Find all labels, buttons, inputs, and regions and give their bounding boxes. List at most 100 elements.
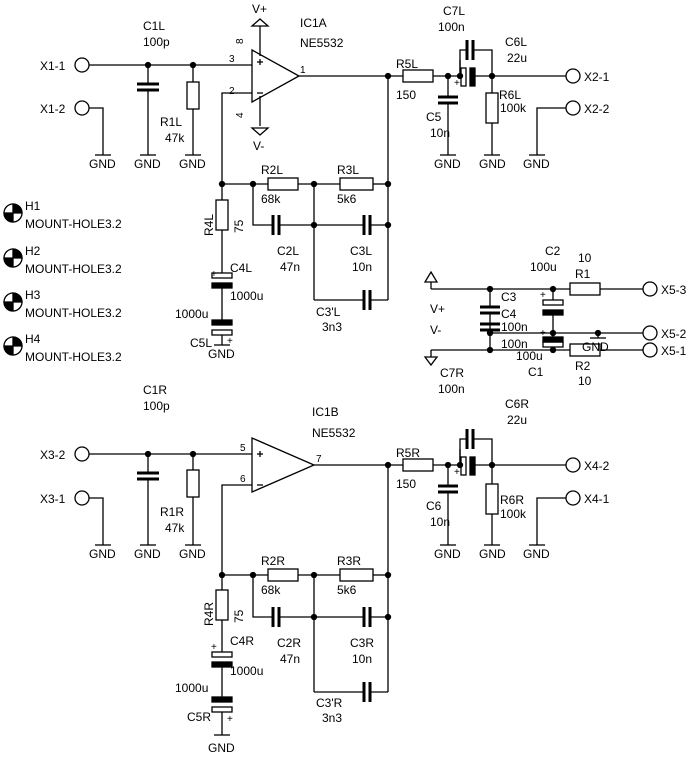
c3-value: 100n — [501, 320, 528, 334]
c3pr-ref: C3'R — [316, 696, 343, 710]
mount-hole-value: MOUNT-HOLE3.2 — [25, 217, 122, 231]
pin-1: 1 — [300, 65, 306, 76]
connector-x4-1 — [565, 490, 581, 506]
r3r-ref: R3R — [337, 554, 361, 568]
mount-hole-value: MOUNT-HOLE3.2 — [25, 306, 122, 320]
vplus-label: V+ — [430, 302, 445, 316]
mount-hole-ref: H1 — [25, 199, 41, 213]
connector-x5-2-label: X5-2 — [661, 327, 687, 341]
mount-hole-value: MOUNT-HOLE3.2 — [25, 350, 122, 364]
ic1b-value: NE5532 — [312, 426, 356, 440]
r1l-value: 47k — [165, 131, 185, 145]
r4l-value: 75 — [232, 219, 246, 233]
r4r-value: 75 — [232, 609, 246, 623]
r5l-value: 150 — [396, 88, 416, 102]
r3l-value: 5k6 — [337, 192, 357, 206]
c5-value: 10n — [430, 126, 450, 140]
r2r-value: 68k — [261, 583, 281, 597]
plus-mark: + — [540, 328, 546, 339]
r5r-ref: R5R — [396, 446, 420, 460]
r1-ref: R1 — [575, 267, 591, 281]
c7l-ref: C7L — [443, 4, 465, 18]
gnd-label: GND — [134, 157, 161, 171]
r6r-ref: R6R — [500, 493, 524, 507]
r5r-value: 150 — [396, 477, 416, 491]
resistor-r4r: R4R 75 — [202, 575, 246, 652]
capacitor-c5l: + 1000u C5L GND — [175, 307, 235, 361]
r3r-value: 5k6 — [337, 583, 357, 597]
left-channel: X1-1 X1-2 GND GND C1L 100p GND — [40, 2, 610, 361]
plus-mark: + — [227, 714, 233, 725]
c3pl-ref: C3'L — [316, 305, 341, 319]
gnd-label: GND — [479, 157, 506, 171]
vminus-label: V- — [430, 323, 441, 337]
connector-x2-2-label: X2-2 — [584, 102, 610, 116]
plus-mark: + — [227, 336, 233, 347]
gnd-label: GND — [523, 547, 550, 561]
pin-5: 5 — [240, 443, 246, 454]
c3pl-value: 3n3 — [322, 320, 342, 334]
r2-ref: R2 — [575, 359, 591, 373]
r5l-ref: R5L — [396, 57, 418, 71]
c4-ref: C4 — [501, 307, 517, 321]
gnd-label: GND — [89, 157, 116, 171]
resistor-r3l: R3L 5k6 — [337, 163, 388, 206]
resistor-r1l: GND R1L 47k — [160, 65, 206, 171]
c1r-value: 100p — [143, 399, 170, 413]
c6l-value: 22u — [507, 51, 527, 65]
vminus-label: V- — [253, 139, 264, 153]
mount-hole-h3: H3 MOUNT-HOLE3.2 — [3, 288, 122, 320]
c3pr-value: 3n3 — [322, 711, 342, 725]
r1r-ref: R1R — [160, 505, 184, 519]
capacitor-c5r: + 1000u C5R GND — [175, 681, 235, 755]
c7l-value: 100n — [438, 20, 465, 34]
resistor-r2: R2 10 — [569, 343, 643, 388]
capacitor-c3pr: C3'R 3n3 — [314, 682, 388, 725]
right-channel: X3-2 X3-1 GND GND C1R 100p GND R1R 47k — [40, 366, 610, 755]
capacitor-c6: GND C6 10n — [426, 465, 461, 561]
c6l-ref: C6L — [505, 35, 527, 49]
connector-x3-1-label: X3-1 — [40, 492, 66, 506]
resistor-r3r: R3R 5k6 — [337, 554, 388, 597]
resistor-r5l: R5L 150 — [396, 57, 460, 102]
gnd-label: GND — [582, 340, 609, 354]
gnd-label: GND — [434, 157, 461, 171]
mount-hole-h1: H1 MOUNT-HOLE3.2 — [3, 199, 122, 231]
c3-ref: C3 — [501, 290, 517, 304]
connector-x2-1 — [565, 68, 581, 84]
gnd-label: GND — [208, 741, 235, 755]
connector-x5-3-label: X5-3 — [661, 283, 687, 297]
resistor-r5r: R5R 150 — [396, 446, 460, 491]
opamp-ic1a: V+ V- 8 4 3 2 1 IC1A NE5532 — [229, 2, 344, 153]
c5r-value: 1000u — [175, 681, 208, 695]
c7r-ref: C7R — [440, 366, 464, 380]
c4-value: 100n — [501, 337, 528, 351]
c6r-ref: C6R — [505, 397, 529, 411]
c1r-ref: C1R — [143, 383, 167, 397]
c2-value: 100u — [530, 260, 557, 274]
c5-ref: C5 — [426, 110, 442, 124]
capacitor-c3l: C3L 10n — [350, 215, 388, 274]
capacitor-c5: GND C5 10n — [426, 76, 461, 171]
plus-mark: + — [454, 467, 460, 478]
capacitor-c4l: + C4L 1000u — [211, 261, 263, 310]
c1l-ref: C1L — [143, 19, 165, 33]
c5l-ref: C5L — [190, 336, 212, 350]
r4r-ref: R4R — [202, 602, 216, 626]
capacitor-c3: C3 100n — [480, 289, 528, 334]
mount-hole-ref: H4 — [25, 332, 41, 346]
gnd-label: GND — [479, 547, 506, 561]
connector-x3-2-label: X3-2 — [40, 448, 66, 462]
c1-ref: C1 — [528, 365, 544, 379]
r6l-value: 100k — [500, 101, 527, 115]
r6r-value: 100k — [500, 507, 527, 521]
connector-x5-2 — [642, 325, 658, 341]
mount-hole-ref: H2 — [25, 244, 41, 258]
connector-x4-2-label: X4-2 — [584, 459, 610, 473]
connector-x1-2 — [74, 100, 90, 116]
opamp-ic1b: 5 6 7 IC1B NE5532 — [240, 405, 356, 493]
ic1a-value: NE5532 — [300, 36, 344, 50]
c2l-ref: C2L — [277, 244, 299, 258]
resistor-r2l: R2L 68k — [222, 163, 340, 206]
